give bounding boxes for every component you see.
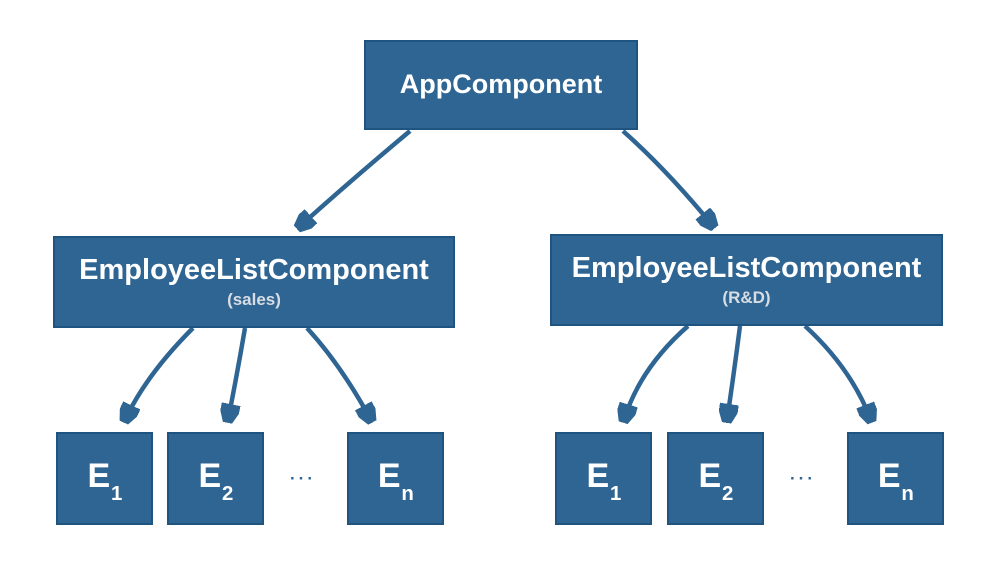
employee-base: E: [377, 457, 401, 496]
employee-subscript: n: [401, 482, 414, 505]
arrow-sales-to-e2: [228, 327, 248, 420]
employee-list-sales-title: EmployeeListComponent: [79, 254, 429, 287]
employee-node-sales-1: E1: [56, 432, 153, 525]
employee-list-rd-title: EmployeeListComponent: [571, 252, 922, 285]
employee-base: E: [586, 457, 610, 496]
employee-list-sales-node: EmployeeListComponent (sales): [53, 236, 455, 328]
arrow-app-to-rd-list: [621, 129, 713, 226]
arrow-app-to-sales-list: [299, 129, 412, 227]
employee-base: E: [877, 457, 901, 496]
employee-node-rd-1-label: E1: [586, 457, 621, 503]
employee-node-sales-2: E2: [167, 432, 264, 525]
employee-node-sales-n-label: En: [377, 457, 414, 503]
arrow-sales-to-en: [305, 326, 371, 420]
arrow-rd-to-e1: [624, 324, 690, 420]
employee-node-rd-1: E1: [555, 432, 652, 525]
employee-list-sales-subtitle: (sales): [227, 290, 281, 310]
employee-subscript: 1: [609, 482, 622, 505]
employee-subscript: 2: [221, 482, 234, 505]
arrow-rd-to-en: [803, 324, 871, 420]
employee-node-rd-2: E2: [667, 432, 764, 525]
employee-node-sales-1-label: E1: [87, 457, 122, 503]
employee-node-rd-n: En: [847, 432, 944, 525]
arrow-sales-to-e1: [125, 326, 195, 420]
employee-node-sales-2-label: E2: [198, 457, 233, 503]
employee-subscript: 2: [721, 482, 734, 505]
employee-list-rd-node: EmployeeListComponent (R&D): [550, 234, 943, 326]
employee-base: E: [87, 457, 111, 496]
ellipsis-sales: ···: [290, 469, 316, 488]
arrow-rd-to-e2: [727, 325, 743, 420]
employee-base: E: [198, 457, 222, 496]
employee-subscript: n: [901, 482, 914, 505]
app-component-label: AppComponent: [399, 69, 603, 100]
employee-node-rd-n-label: En: [877, 457, 914, 503]
app-component-node: AppComponent: [364, 40, 638, 130]
employee-node-sales-n: En: [347, 432, 444, 525]
employee-list-rd-subtitle: (R&D): [722, 288, 771, 308]
ellipsis-rd: ···: [790, 469, 816, 488]
employee-node-rd-2-label: E2: [698, 457, 733, 503]
employee-subscript: 1: [110, 482, 123, 505]
employee-base: E: [698, 457, 722, 496]
